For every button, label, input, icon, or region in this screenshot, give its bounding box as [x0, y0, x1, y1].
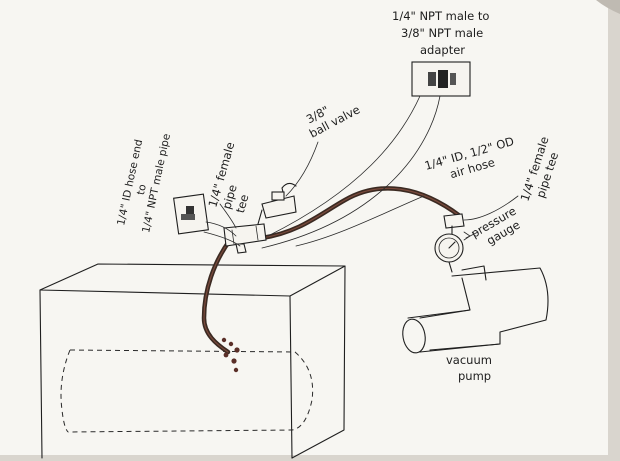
vacuum-pump-label-line1: vacuum	[446, 353, 492, 367]
hose-end-part-box	[174, 194, 209, 234]
adapter-part-box	[412, 62, 470, 96]
vacuum-pump-label-line2: pump	[458, 369, 491, 383]
adapter-label-line3: adapter	[420, 43, 465, 57]
adapter-label-line2: 3/8" NPT male	[401, 26, 483, 40]
adapter-label-line1: 1/4" NPT male to	[392, 9, 489, 23]
